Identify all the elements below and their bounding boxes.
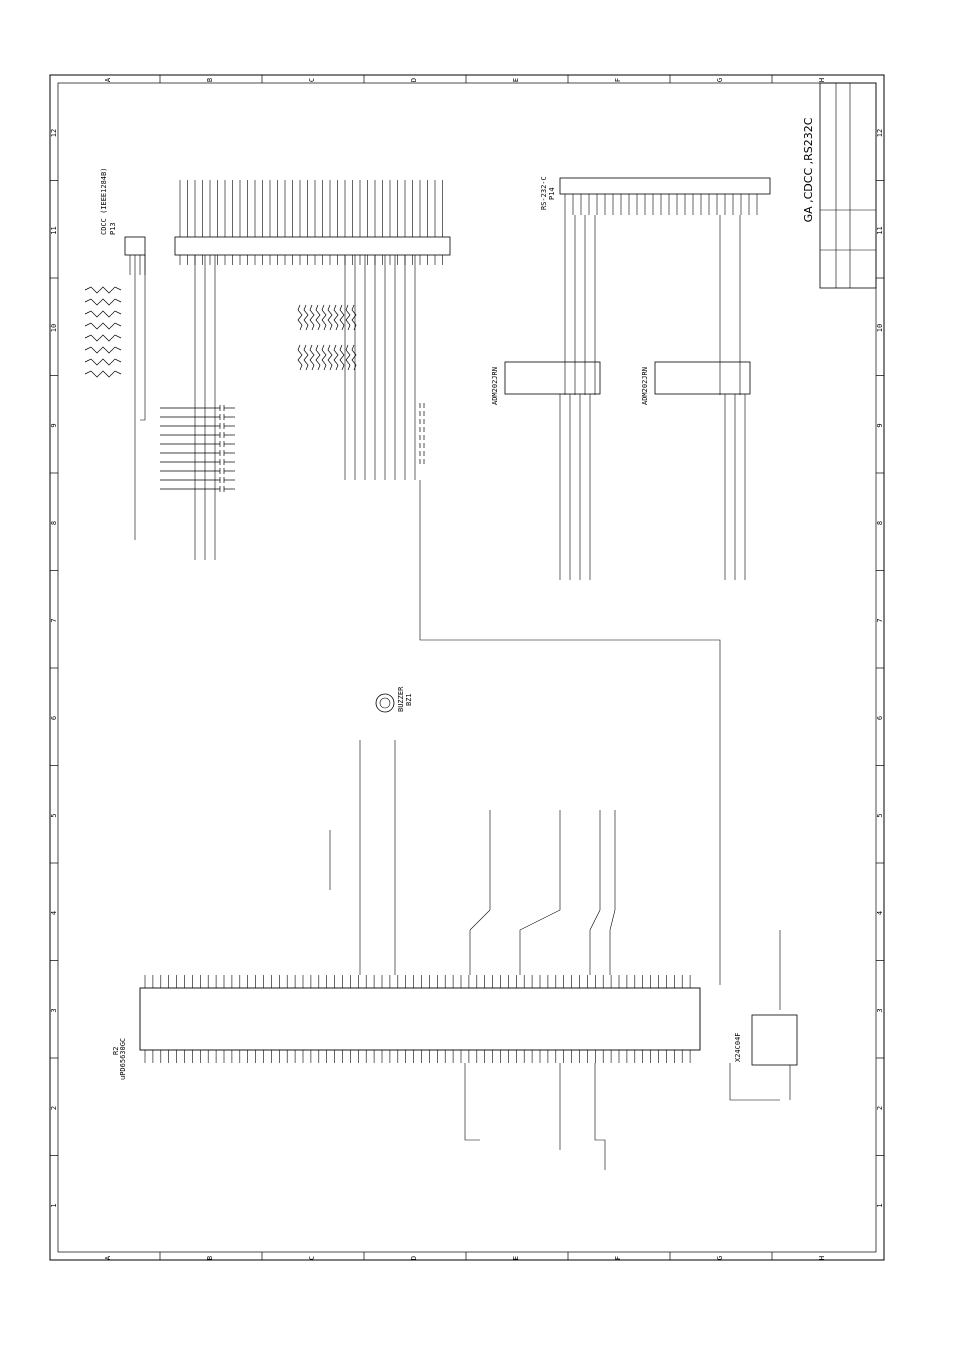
- resistor-network-mid: [297, 304, 357, 371]
- border-letter-top: G: [716, 78, 724, 82]
- border-number-left: 2: [50, 1106, 58, 1110]
- border-number-right: 4: [876, 911, 884, 915]
- inner-frame: [57, 82, 877, 1253]
- title-block: GA ,CDCC ,RS232C: [802, 82, 877, 289]
- border-numbers-left: 12 11 10 9 8 7 6 5 4 3 2 1: [50, 129, 58, 1208]
- border-number-left: 6: [50, 716, 58, 720]
- cdcc-connector-label: CDCC (IEEE1284B): [100, 168, 108, 235]
- border-letters-bottom: A B C D E F G H: [104, 1252, 826, 1260]
- border-letter-bottom: C: [308, 1256, 316, 1260]
- main-ic-label: uPD65630GC: [119, 1038, 127, 1080]
- rs232-connector-ref: P14: [548, 187, 556, 200]
- cdcc-connector-ref: P13: [109, 222, 117, 235]
- border-number-left: 4: [50, 911, 58, 915]
- rs232-connector: RS-232-C P14: [540, 176, 771, 215]
- border-number-left: 3: [50, 1008, 58, 1012]
- border-number-right: 6: [876, 716, 884, 720]
- border-letter-top: E: [512, 78, 520, 82]
- border-number-left: 9: [50, 423, 58, 427]
- border-letter-top: F: [614, 78, 622, 82]
- border-letter-bottom: A: [104, 1255, 112, 1260]
- border-letter-top: D: [410, 78, 418, 82]
- border-letters-top: A B C D E F G H: [104, 75, 826, 83]
- main-ic: uPD65630GC R2: [112, 975, 701, 1080]
- border-letter-bottom: H: [818, 1256, 826, 1260]
- eeprom: X24C04F: [734, 1014, 798, 1066]
- main-ic-ref: R2: [112, 1047, 120, 1055]
- driver-ic-1-label: ADM202JRN: [491, 367, 499, 405]
- border-number-right: 10: [876, 324, 884, 332]
- border-number-right: 8: [876, 521, 884, 525]
- buzzer-label: BUZZER: [397, 686, 405, 712]
- border-number-left: 1: [50, 1203, 58, 1207]
- border-number-left: 5: [50, 813, 58, 817]
- border-number-right: 2: [876, 1106, 884, 1110]
- driver-ic-2-label: ADM202JRN: [641, 367, 649, 405]
- border-letter-top: H: [818, 78, 826, 82]
- outer-frame: [49, 74, 885, 1261]
- border-numbers-right: 12 11 10 9 8 7 6 5 4 3 2 1: [876, 129, 884, 1208]
- border-letter-top: A: [104, 77, 112, 82]
- border-number-left: 7: [50, 618, 58, 622]
- eeprom-label: X24C04F: [734, 1032, 742, 1062]
- border-letter-bottom: B: [206, 1256, 214, 1260]
- border-number-right: 1: [876, 1203, 884, 1207]
- title-block-title: GA ,CDCC ,RS232C: [802, 117, 815, 222]
- driver-ic-2: ADM202JRN: [641, 361, 751, 405]
- border-number-left: 11: [50, 226, 58, 234]
- driver-ic-1: ADM202JRN: [491, 361, 601, 405]
- cdcc-connector: CDCC (IEEE1284B) P13: [100, 168, 451, 275]
- border-number-right: 9: [876, 423, 884, 427]
- capacitor-bank-left: [160, 405, 235, 492]
- border-letter-bottom: G: [716, 1256, 724, 1260]
- border-letter-top: C: [308, 78, 316, 82]
- rs232-connector-label: RS-232-C: [540, 176, 548, 210]
- border-letter-bottom: F: [614, 1256, 622, 1260]
- wiring: [134, 215, 791, 1170]
- border-number-right: 5: [876, 813, 884, 817]
- border-number-right: 3: [876, 1008, 884, 1012]
- border-number-left: 10: [50, 324, 58, 332]
- border-number-right: 11: [876, 226, 884, 234]
- border-number-left: 12: [50, 129, 58, 137]
- buzzer: BUZZER BZ1: [375, 686, 413, 713]
- border-number-right: 7: [876, 618, 884, 622]
- border-letter-bottom: E: [512, 1256, 520, 1260]
- border-letter-bottom: D: [410, 1256, 418, 1260]
- capacitor-bank-mid: [419, 403, 425, 464]
- border-letter-top: B: [206, 78, 214, 82]
- resistor-network-left: [84, 286, 122, 378]
- buzzer-ref: BZ1: [405, 693, 413, 706]
- border-number-right: 12: [876, 129, 884, 137]
- border-number-left: 8: [50, 521, 58, 525]
